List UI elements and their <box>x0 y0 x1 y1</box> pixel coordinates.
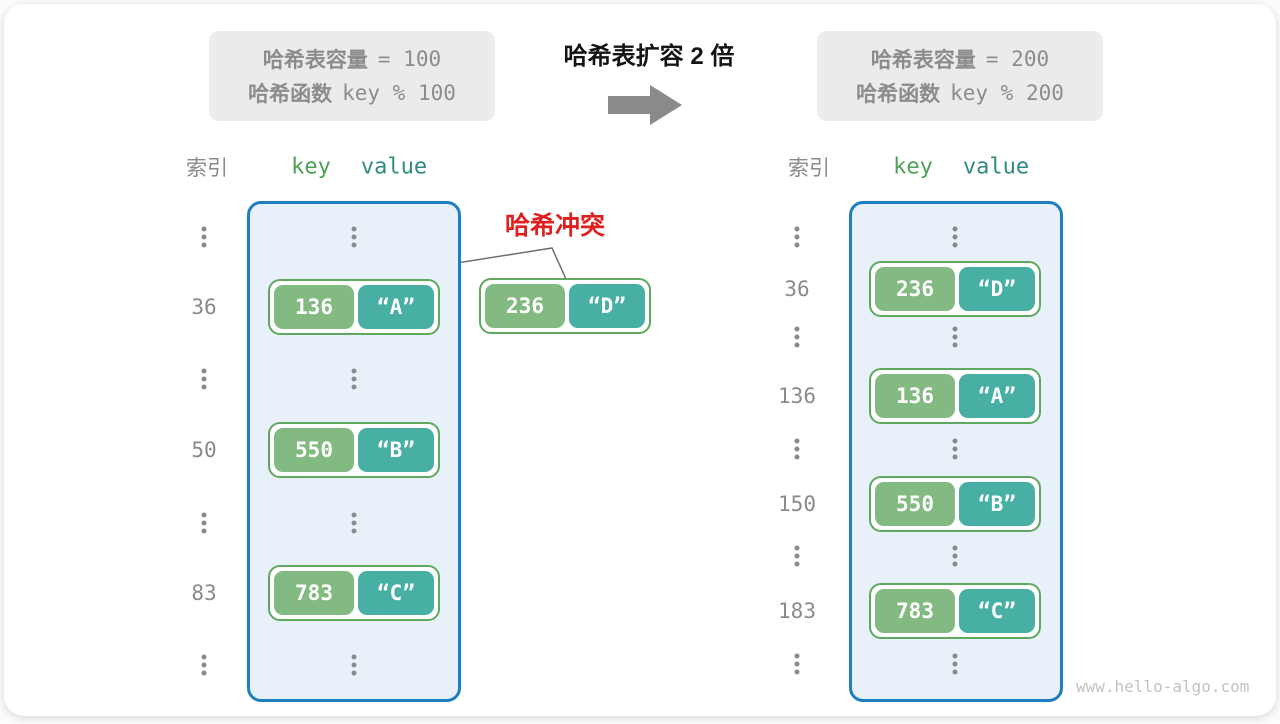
index-label: 36 <box>191 295 216 319</box>
ellipsis-dots <box>202 655 207 676</box>
kv-pair: 136 “A” <box>869 368 1041 424</box>
index-label: 150 <box>778 492 816 516</box>
key-cell: 236 <box>485 284 565 328</box>
colliding-kv-pair: 236 “D” <box>479 278 651 334</box>
old-capacity-box: 哈希表容量 = 100 哈希函数 key % 100 <box>209 31 495 121</box>
right-index-header: 索引 <box>788 152 830 182</box>
capacity-label: 哈希表容量 <box>871 44 976 74</box>
key-cell: 136 <box>875 374 955 418</box>
ellipsis-dots <box>953 327 958 348</box>
ellipsis-dots <box>953 227 958 248</box>
new-capacity-box: 哈希表容量 = 200 哈希函数 key % 200 <box>817 31 1103 121</box>
ellipsis-dots <box>795 327 800 348</box>
left-value-header: value <box>361 155 427 180</box>
kv-pair: 550 “B” <box>268 422 440 478</box>
ellipsis-dots <box>953 546 958 567</box>
index-label: 83 <box>191 581 216 605</box>
hash-func-label: 哈希函数 <box>856 78 940 108</box>
kv-pair: 783 “C” <box>268 565 440 621</box>
index-label: 183 <box>778 599 816 623</box>
hash-func-label: 哈希函数 <box>248 78 332 108</box>
capacity-value: = 200 <box>986 47 1049 71</box>
watermark: www.hello-algo.com <box>1076 677 1249 696</box>
ellipsis-dots <box>202 369 207 390</box>
ellipsis-dots <box>352 227 357 248</box>
page-title: 哈希表扩容 2 倍 <box>524 36 774 71</box>
index-label: 50 <box>191 438 216 462</box>
capacity-line: 哈希表容量 = 200 <box>871 44 1049 74</box>
kv-pair: 136 “A” <box>268 279 440 335</box>
hash-func-value: key % 100 <box>342 81 456 105</box>
ellipsis-dots <box>352 513 357 534</box>
value-cell: “A” <box>959 374 1035 418</box>
kv-pair: 783 “C” <box>869 583 1041 639</box>
ellipsis-dots <box>202 227 207 248</box>
ellipsis-dots <box>795 439 800 460</box>
ellipsis-dots <box>202 513 207 534</box>
ellipsis-dots <box>795 546 800 567</box>
value-cell: “C” <box>959 589 1035 633</box>
capacity-value: = 100 <box>378 47 441 71</box>
hash-func-line: 哈希函数 key % 200 <box>856 78 1064 108</box>
collision-label: 哈希冲突 <box>505 206 605 242</box>
capacity-line: 哈希表容量 = 100 <box>263 44 441 74</box>
value-cell: “A” <box>358 285 434 329</box>
key-cell: 550 <box>274 428 354 472</box>
key-cell: 236 <box>875 267 955 311</box>
ellipsis-dots <box>352 369 357 390</box>
index-label: 36 <box>784 277 809 301</box>
key-cell: 136 <box>274 285 354 329</box>
left-index-header: 索引 <box>186 152 228 182</box>
kv-pair: 550 “B” <box>869 476 1041 532</box>
ellipsis-dots <box>352 655 357 676</box>
ellipsis-dots <box>953 654 958 675</box>
ellipsis-dots <box>795 654 800 675</box>
value-cell: “C” <box>358 571 434 615</box>
ellipsis-dots <box>795 227 800 248</box>
left-key-header: key <box>291 155 331 180</box>
expand-right-arrow-icon <box>608 85 682 125</box>
key-cell: 550 <box>875 482 955 526</box>
value-cell: “B” <box>959 482 1035 526</box>
kv-pair: 236 “D” <box>869 261 1041 317</box>
diagram-card: 哈希表容量 = 100 哈希函数 key % 100 哈希表容量 = 200 哈… <box>4 4 1276 716</box>
ellipsis-dots <box>953 439 958 460</box>
capacity-label: 哈希表容量 <box>263 44 368 74</box>
key-cell: 783 <box>875 589 955 633</box>
key-cell: 783 <box>274 571 354 615</box>
right-value-header: value <box>963 155 1029 180</box>
value-cell: “D” <box>959 267 1035 311</box>
value-cell: “B” <box>358 428 434 472</box>
hash-func-value: key % 200 <box>950 81 1064 105</box>
right-key-header: key <box>893 155 933 180</box>
index-label: 136 <box>778 384 816 408</box>
value-cell: “D” <box>569 284 645 328</box>
hash-func-line: 哈希函数 key % 100 <box>248 78 456 108</box>
